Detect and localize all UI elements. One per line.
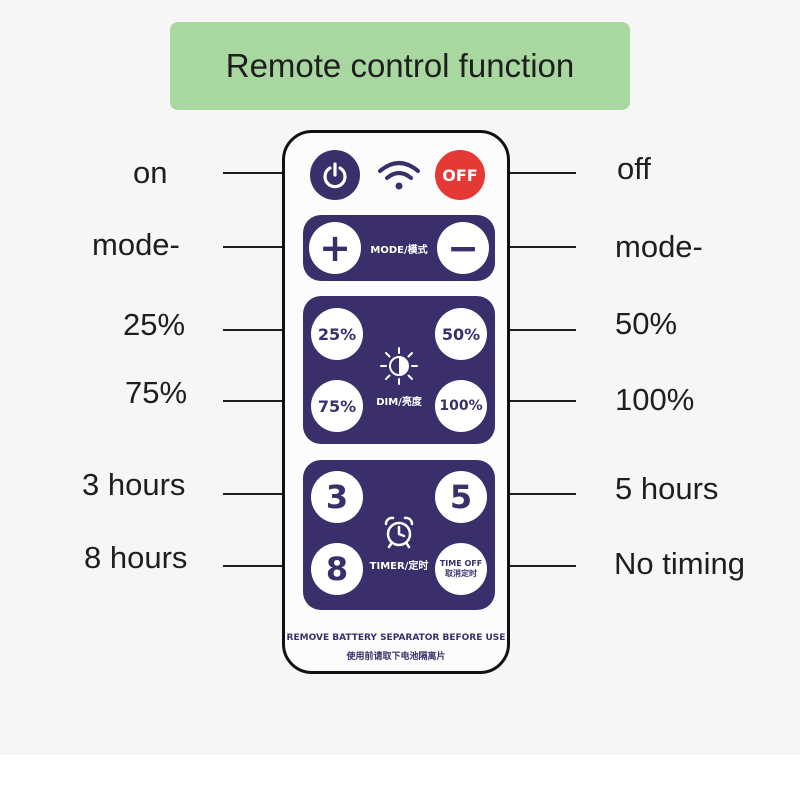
- brightness-icon: [380, 347, 418, 385]
- dim-panel: 25% 50% DIM/亮度 75% 100%: [303, 296, 495, 444]
- timer-text: TIMER/定时: [369, 561, 429, 572]
- mode-text: MODE/模式: [370, 245, 428, 256]
- time-off-line2: 取消定时: [445, 569, 477, 578]
- footer-chinese: 使用前请取下电池隔离片: [346, 652, 446, 662]
- connector-25: [223, 329, 313, 331]
- remote-control: OFF + MODE/模式 − 25% 50%: [282, 130, 510, 674]
- timer-3-label: 3: [325, 478, 349, 516]
- label-50: 50%: [615, 306, 678, 341]
- connector-off: [478, 172, 576, 174]
- dim-50-button[interactable]: 50%: [435, 308, 487, 360]
- dim-75-label: 75%: [317, 396, 357, 416]
- connector-3-hours: [223, 493, 313, 495]
- label-75: 75%: [125, 375, 188, 410]
- connector-mode-right: [478, 246, 576, 248]
- label-mode-right: mode-: [615, 229, 703, 264]
- dim-100-label: 100%: [439, 398, 483, 414]
- power-icon: [323, 162, 347, 189]
- timer-3-button[interactable]: 3: [311, 471, 363, 523]
- plus-icon: +: [319, 226, 351, 270]
- mode-plus-button[interactable]: +: [309, 222, 361, 274]
- dim-50-label: 50%: [441, 324, 481, 344]
- dim-100-button[interactable]: 100%: [435, 380, 487, 432]
- label-8-hours: 8 hours: [84, 540, 188, 575]
- timer-8-label: 8: [325, 550, 349, 588]
- dim-text: DIM/亮度: [376, 397, 422, 408]
- minus-icon: −: [447, 226, 479, 270]
- connector-100: [478, 400, 576, 402]
- connector-75: [223, 400, 313, 402]
- title-banner: Remote control function: [170, 22, 630, 110]
- label-on: on: [133, 155, 168, 190]
- label-3-hours: 3 hours: [82, 467, 186, 502]
- power-button[interactable]: [310, 150, 360, 200]
- dim-75-button[interactable]: 75%: [311, 380, 363, 432]
- label-5-hours: 5 hours: [615, 471, 719, 506]
- connector-5-hours: [478, 493, 576, 495]
- timer-5-label: 5: [449, 478, 473, 516]
- label-100: 100%: [615, 382, 695, 417]
- footer-english: REMOVE BATTERY SEPARATOR BEFORE USE: [286, 633, 506, 643]
- mode-minus-button[interactable]: −: [437, 222, 489, 274]
- wifi-icon: [378, 161, 420, 190]
- label-no-timing: No timing: [614, 546, 745, 581]
- dim-25-button[interactable]: 25%: [311, 308, 363, 360]
- timer-5-button[interactable]: 5: [435, 471, 487, 523]
- time-off-line1: TIME OFF: [439, 559, 483, 569]
- connector-on: [223, 172, 313, 174]
- label-off: off: [617, 151, 651, 186]
- mode-panel: + MODE/模式 −: [303, 215, 495, 281]
- connector-mode-left: [223, 246, 313, 248]
- dim-25-label: 25%: [317, 324, 357, 344]
- banner-title: Remote control function: [225, 47, 575, 84]
- alarm-clock-icon: [384, 516, 414, 549]
- off-button[interactable]: OFF: [435, 150, 485, 200]
- connector-8-hours: [223, 565, 313, 567]
- label-mode-left: mode-: [92, 227, 180, 262]
- timer-8-button[interactable]: 8: [311, 543, 363, 595]
- off-button-label: OFF: [442, 165, 478, 185]
- timer-panel: 3 5 TIMER/定时 8 TIME OFF 取消定时: [303, 460, 495, 610]
- time-off-button[interactable]: TIME OFF 取消定时: [435, 543, 487, 595]
- connector-no-timing: [478, 565, 576, 567]
- connector-50: [478, 329, 576, 331]
- label-25: 25%: [123, 307, 186, 342]
